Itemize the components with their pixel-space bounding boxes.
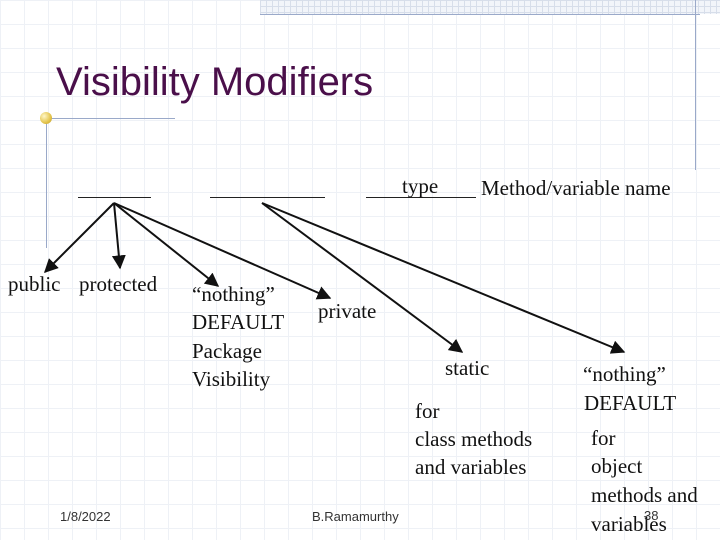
arrow-to-nothing: [113, 202, 220, 287]
type-label: type: [402, 174, 439, 198]
static-label: static: [445, 356, 490, 380]
static-for-label: for: [415, 399, 440, 423]
public-label: public: [8, 272, 61, 296]
footer-author: B.Ramamurthy: [312, 509, 399, 524]
blank-visibility: [78, 197, 151, 198]
arrow-to-nothing-default: [261, 202, 626, 354]
blank-static: [210, 197, 325, 198]
top-decorative-band: [260, 0, 720, 14]
top-rule: [260, 14, 700, 15]
object-label: object: [591, 454, 643, 478]
default-left-label: DEFAULT: [192, 310, 285, 334]
arrow-to-protected: [111, 202, 126, 270]
footer-page-number: 38: [644, 508, 659, 523]
bullet-dot-icon: [40, 112, 52, 124]
package-label: Package: [192, 339, 262, 363]
title-vertical-rule: [46, 118, 47, 248]
title-underline: [40, 118, 175, 119]
methods-and-label: methods and: [591, 483, 698, 507]
private-label: private: [318, 299, 377, 323]
blank-type: [366, 197, 476, 198]
method-variable-name-label: Method/variable name: [481, 176, 671, 200]
nothing-left-label: “nothing”: [192, 282, 275, 306]
default-right-label: DEFAULT: [584, 391, 677, 415]
arrow-to-public: [44, 202, 115, 273]
arrow-to-private: [113, 202, 332, 300]
object-for-label: for: [591, 426, 616, 450]
footer-date: 1/8/2022: [60, 509, 111, 524]
class-methods-label: class methods: [415, 427, 533, 451]
protected-label: protected: [79, 272, 158, 296]
arrow-to-static: [261, 202, 464, 353]
and-variables-label: and variables: [415, 455, 527, 479]
visibility-label: Visibility: [192, 367, 271, 391]
nothing-right-label: “nothing”: [583, 362, 666, 386]
right-vertical-rule: [695, 0, 696, 170]
variables-label: variables: [591, 512, 667, 536]
slide-title: Visibility Modifiers: [56, 60, 374, 104]
